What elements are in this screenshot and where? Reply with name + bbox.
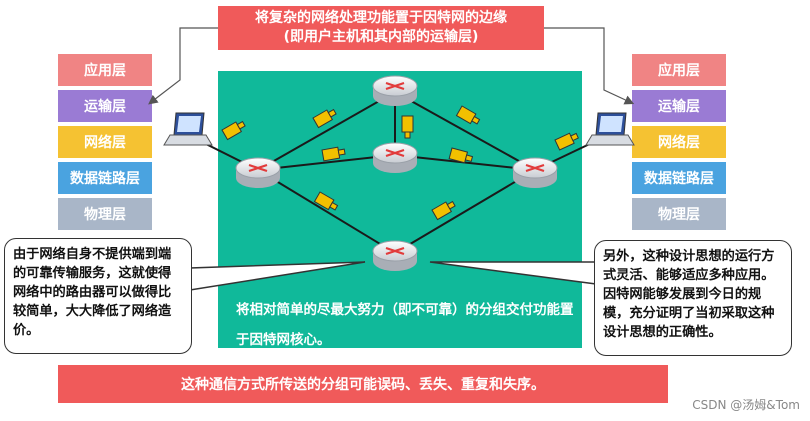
- top-banner: 将复杂的网络处理功能置于因特网的边缘 (即用户主机和其内部的运输层): [218, 6, 544, 50]
- right-protocol-stack: 应用层 运输层 网络层 数据链路层 物理层: [632, 54, 726, 234]
- right-callout-text: 另外，这种设计思想的运行方式灵活、能够适应多种应用。因特网能够发展到今日的规模，…: [603, 249, 775, 340]
- packet-icon: [313, 191, 339, 211]
- banner-arrow-right: [544, 27, 635, 105]
- packet-icon: [221, 120, 246, 141]
- router-icon: [372, 75, 418, 106]
- watermark: CSDN @汤姆&Tom: [692, 398, 800, 412]
- top-banner-line1: 将复杂的网络处理功能置于因特网的边缘: [255, 10, 507, 26]
- router-icon: [372, 142, 418, 173]
- left-callout-text: 由于网络自身不提供端到端的可靠传输服务，这就使得网络中的路由器可以做得比较简单，…: [13, 247, 172, 338]
- packet-icon: [431, 200, 456, 221]
- banner-arrow-left: [148, 27, 218, 105]
- packet-icon: [448, 147, 474, 164]
- left-layer-network: 网络层: [58, 126, 152, 158]
- right-layer-physical: 物理层: [632, 198, 726, 230]
- laptop-icon: [585, 112, 635, 146]
- packet-icon: [401, 115, 414, 139]
- packets: [221, 105, 579, 221]
- packet-icon: [455, 105, 481, 125]
- left-layer-transport: 运输层: [58, 90, 152, 122]
- left-layer-datalink: 数据链路层: [58, 162, 152, 194]
- left-layer-physical: 物理层: [58, 198, 152, 230]
- router-icon: [512, 157, 558, 188]
- right-layer-application: 应用层: [632, 54, 726, 86]
- left-layer-application: 应用层: [58, 54, 152, 86]
- right-layer-datalink: 数据链路层: [632, 162, 726, 194]
- router-icon: [235, 157, 281, 188]
- left-protocol-stack: 应用层 运输层 网络层 数据链路层 物理层: [58, 54, 152, 234]
- right-callout: 另外，这种设计思想的运行方式灵活、能够适应多种应用。因特网能够发展到今日的规模，…: [594, 240, 792, 356]
- left-callout-tail: [189, 261, 366, 291]
- right-layer-transport: 运输层: [632, 90, 726, 122]
- router-icon: [372, 240, 418, 271]
- packet-icon: [312, 108, 337, 129]
- core-description: 将相对简单的尽最大努力（即不可靠）的分组交付功能置于因特网核心。: [236, 302, 574, 348]
- laptop-icon: [163, 112, 213, 146]
- internet-core: 将相对简单的尽最大努力（即不可靠）的分组交付功能置于因特网核心。: [218, 71, 582, 348]
- left-callout: 由于网络自身不提供端到端的可靠传输服务，这就使得网络中的路由器可以做得比较简单，…: [4, 238, 192, 354]
- right-callout-tail: [429, 261, 597, 285]
- top-banner-line2: (即用户主机和其内部的运输层): [283, 29, 479, 45]
- packet-icon: [554, 132, 579, 151]
- bottom-banner-text: 这种通信方式所传送的分组可能误码、丢失、重复和失序。: [181, 377, 545, 393]
- bottom-banner: 这种通信方式所传送的分组可能误码、丢失、重复和失序。: [58, 365, 668, 403]
- packet-icon: [321, 146, 346, 162]
- right-layer-network: 网络层: [632, 126, 726, 158]
